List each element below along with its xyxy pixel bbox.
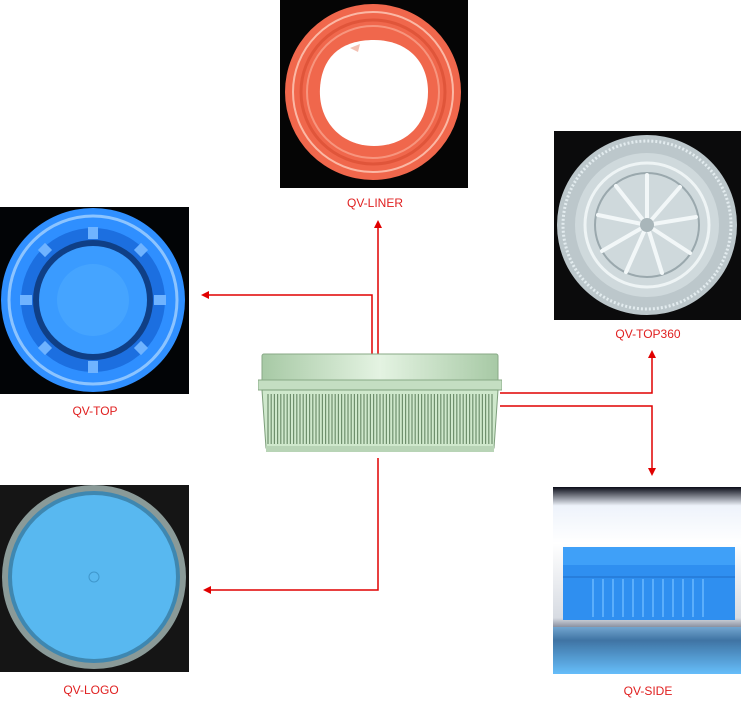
arrow-to-top xyxy=(201,291,373,355)
arrow-to-logo xyxy=(203,458,379,594)
side-label: QV-SIDE xyxy=(623,684,673,698)
top360-label: QV-TOP360 xyxy=(615,327,681,341)
cap-rendering xyxy=(258,353,502,452)
liner-photo xyxy=(280,0,468,188)
logo-photo xyxy=(0,485,189,672)
side-photo xyxy=(553,487,741,674)
arrow-to-top360 xyxy=(500,350,656,394)
arrow-to-side xyxy=(500,405,656,476)
liner-label: QV-LINER xyxy=(346,196,403,210)
logo-label: QV-LOGO xyxy=(63,683,119,697)
top-label: QV-TOP xyxy=(72,404,118,418)
top-photo xyxy=(0,207,189,394)
top360-photo xyxy=(554,131,741,320)
